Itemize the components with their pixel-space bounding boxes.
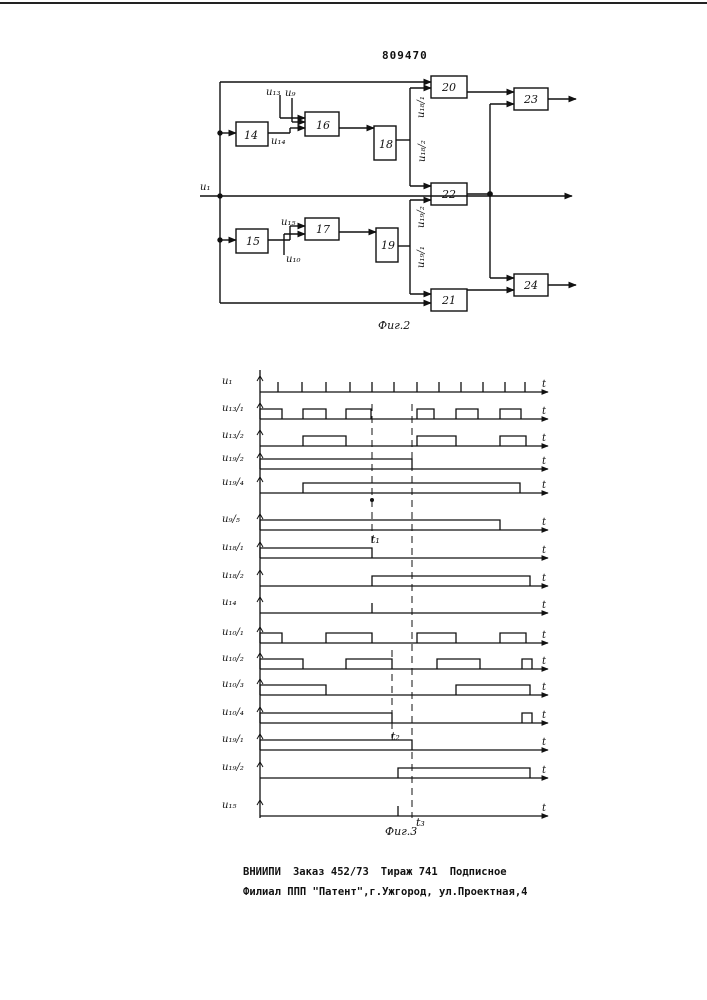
block-14-label: 14 [244,129,258,142]
sig-u14: u₁₄ [271,136,285,147]
row-t-7: t [542,573,547,584]
block-23-label: 23 [523,93,538,106]
row-14-wave [398,768,530,778]
row-5-wave [260,520,500,530]
block-16-label: 16 [316,119,330,132]
row-t-8: t [542,600,547,611]
row-t-10: t [542,656,547,667]
row-t-13: t [542,737,547,748]
row-label-1: u₁₃/₁ [222,403,244,414]
block-24-label: 24 [523,279,538,292]
fig2-caption: Фиг.2 [378,319,410,332]
row-9-wave [260,633,526,643]
block-20-label: 20 [441,81,456,94]
sig-u18-2: u₁₈/₂ [417,140,428,162]
row-t-5: t [542,517,547,528]
row-7-wave [372,576,530,586]
block-18-label: 18 [379,138,393,151]
row-label-13: u₁₉/₁ [222,734,244,745]
row-label-8: u₁₄ [222,597,236,608]
sig-u19-1: u₁₉/₁ [416,246,427,268]
row-t-14: t [542,765,547,776]
row-t-3: t [542,456,547,467]
footer-org: ВНИИПИ [243,866,281,878]
marker-dot [370,498,374,502]
footer-run: Тираж 741 [381,866,438,878]
row-label-14: u₁₉/₂ [222,762,244,773]
row-label-4: u₁₉/₄ [222,477,244,488]
row-label-0: u₁ [222,376,232,387]
block-19-label: 19 [381,239,395,252]
row-3-wave [260,459,412,469]
marker-t3: t₃ [416,816,425,829]
footer-order: Заказ 452/73 [293,866,369,878]
fig3-timing-diagram: u₁ t u₁₃/₁ t u₁₃/₂ t u₁₉/₂ t u₁₉/₄ t u₉/₅ t u₁₈/₁ t u₁… [222,370,548,829]
row-t-4: t [542,480,547,491]
row-t-12: t [542,710,547,721]
row-t-11: t [542,682,547,693]
row-label-15: u₁₅ [222,800,236,811]
fig2-block-diagram [200,76,576,311]
block-15-label: 15 [246,235,260,248]
row-t-0: t [542,379,547,390]
marker-t1: t₁ [371,533,380,546]
block-21-label: 21 [441,294,456,307]
sig-u9: u₉ [285,88,295,99]
row-label-2: u₁₃/₂ [222,430,244,441]
row-label-3: u₁₉/₂ [222,453,244,464]
sig-u1: u₁ [200,182,210,193]
row-t-2: t [542,433,547,444]
row-t-15: t [542,803,547,814]
row-label-10: u₁₀/₂ [222,653,244,664]
junction-dot [218,194,222,198]
block-17-label: 17 [316,223,330,236]
sig-u15: u₁₅ [281,217,295,228]
row-label-9: u₁₀/₁ [222,627,244,638]
row-label-6: u₁₈/₁ [222,542,244,553]
row-label-5: u₉/₅ [222,514,240,525]
footer-subscription: Подписное [450,866,507,878]
row-t-9: t [542,630,547,641]
sig-u18-1: u₁₈/₁ [416,96,427,118]
sig-u10: u₁₀ [286,254,300,265]
footer-line-1: ВНИИПИ Заказ 452/73 Тираж 741 Подписное [243,866,519,878]
row-t-6: t [542,545,547,556]
row-2-wave [303,436,526,446]
fig3-caption: Фиг.3 [385,825,417,838]
row-11-wave [260,685,530,695]
row-1-wave [260,409,521,419]
block-22-label: 22 [441,188,456,201]
footer-line-2: Филиал ППП "Патент",г.Ужгород, ул.Проект… [243,886,527,898]
row-10-wave [260,659,532,669]
row-13-wave [260,740,412,750]
marker-t2: t₂ [391,730,400,743]
row-label-11: u₁₀/₃ [222,679,244,690]
row-label-7: u₁₈/₂ [222,570,244,581]
row-12-wave [260,713,532,723]
sig-u19-2: u₁₉/₂ [416,206,427,228]
row-t-1: t [542,406,547,417]
sig-u13: u₁₃ [266,87,280,98]
row-6-wave [260,548,372,558]
row-label-12: u₁₀/₄ [222,707,244,718]
